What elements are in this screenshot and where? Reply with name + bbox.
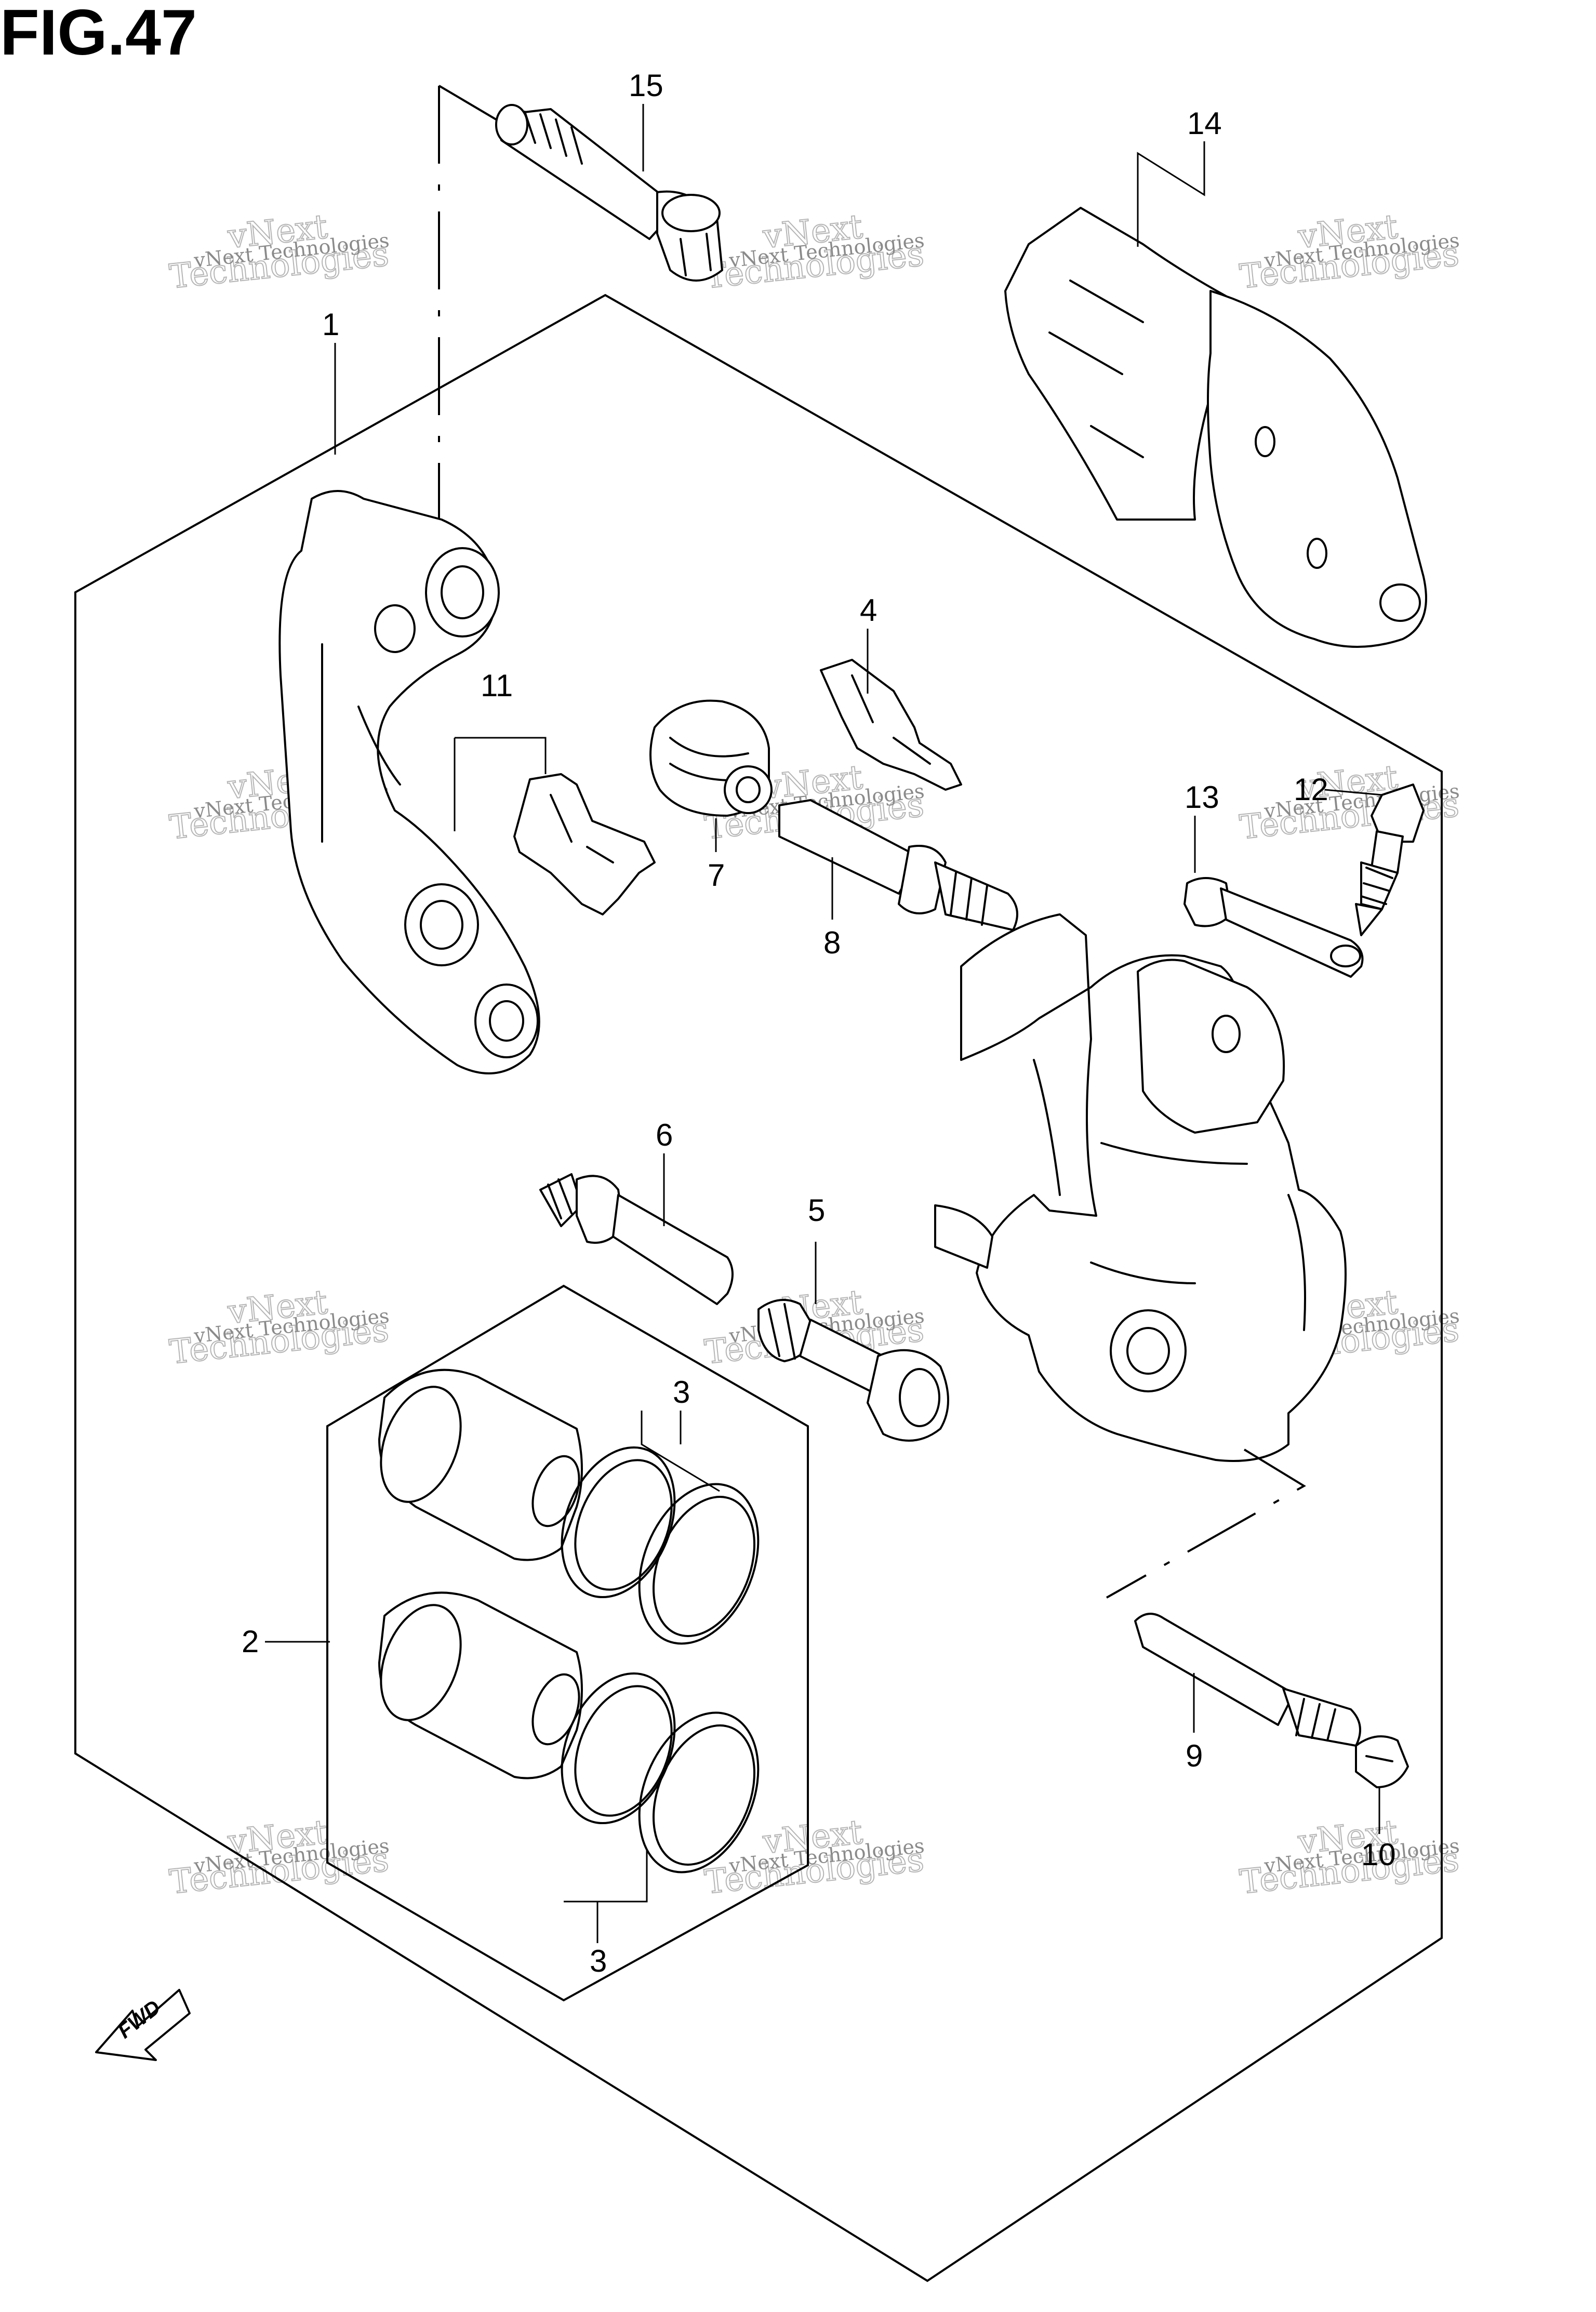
callout-3-lower: 3 xyxy=(590,1944,607,1978)
seal-3-lower xyxy=(561,1672,760,1873)
callout-3-upper: 3 xyxy=(673,1375,690,1410)
caliper-assembly-frame xyxy=(74,294,1443,2282)
figure-title: FIG.47 xyxy=(0,0,197,69)
callout-4: 4 xyxy=(860,593,877,628)
seal-3-upper xyxy=(561,1446,760,1645)
spring-clip-4 xyxy=(820,659,962,791)
callout-2: 2 xyxy=(242,1624,259,1659)
watermark: Technologies vNext vNext Technologies xyxy=(1238,207,1461,297)
bolt-15 xyxy=(495,104,723,282)
boot-7 xyxy=(649,699,773,817)
brake-pad-14 xyxy=(1004,207,1427,648)
callout-12: 12 xyxy=(1294,772,1328,807)
callout-6: 6 xyxy=(656,1118,673,1152)
watermark: Technologies vNext vNext Technologies xyxy=(1238,1813,1461,1903)
callout-14: 14 xyxy=(1187,106,1222,141)
callout-11: 11 xyxy=(481,668,513,703)
plug-10 xyxy=(1355,1735,1409,1788)
slide-pin-bolt-6 xyxy=(539,1173,734,1305)
fwd-direction-badge: FWD xyxy=(95,1989,191,2061)
slide-pin-5 xyxy=(757,1299,949,1442)
pad-pin-9 xyxy=(1134,1613,1361,1747)
pad-spring-11 xyxy=(513,773,656,915)
watermark: Technologies vNext vNext Technologies xyxy=(167,207,391,297)
watermark: Technologies vNext vNext Technologies xyxy=(1238,758,1461,848)
callout-1: 1 xyxy=(322,307,339,342)
caliper-body xyxy=(934,913,1347,1462)
watermark: Technologies vNext vNext Technologies xyxy=(702,1813,926,1903)
watermark: Technologies vNext vNext Technologies xyxy=(167,1813,391,1903)
callout-13: 13 xyxy=(1185,780,1219,815)
bleeder-cap-13 xyxy=(1183,877,1364,978)
watermark: Technologies vNext vNext Technologies xyxy=(167,1283,391,1373)
slide-pin-8 xyxy=(778,799,1018,931)
callout-15: 15 xyxy=(629,68,663,103)
callout-10: 10 xyxy=(1361,1837,1396,1872)
caliper-bracket-1 xyxy=(278,490,540,1074)
callout-8: 8 xyxy=(823,925,841,960)
callout-5: 5 xyxy=(808,1193,825,1228)
piston-2-lower xyxy=(378,1591,583,1779)
callout-7: 7 xyxy=(708,858,725,893)
piston-2-upper xyxy=(378,1368,583,1561)
callout-9: 9 xyxy=(1186,1738,1203,1773)
bleeder-screw-12 xyxy=(1355,783,1425,936)
watermark: Technologies vNext vNext Technologies xyxy=(702,207,926,297)
piston-kit-frame xyxy=(326,1284,809,2002)
